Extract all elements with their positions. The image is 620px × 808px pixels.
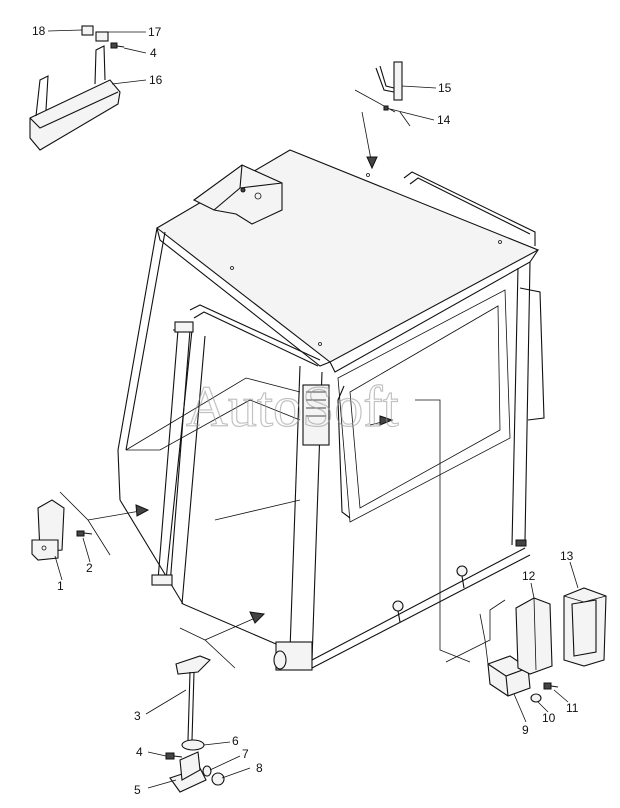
callout-9: 9 bbox=[522, 723, 529, 737]
callout-6: 6 bbox=[232, 734, 239, 748]
cab-roof bbox=[156, 149, 540, 373]
callout-4-bottom: 4 bbox=[136, 745, 143, 759]
callout-5: 5 bbox=[134, 783, 141, 797]
part-14-screw bbox=[383, 105, 389, 111]
callout-1: 1 bbox=[57, 579, 64, 593]
part-5-base-plate bbox=[169, 751, 207, 793]
part-4-screw-bottom bbox=[165, 752, 183, 760]
callout-7: 7 bbox=[242, 747, 249, 761]
part-6-nut bbox=[181, 739, 205, 751]
part-15-hook bbox=[375, 61, 403, 101]
part-16-sun-visor bbox=[29, 45, 121, 151]
front-left-handrail bbox=[151, 321, 194, 586]
callout-17: 17 bbox=[148, 25, 162, 39]
part-3-bolt bbox=[175, 655, 211, 741]
roof-rail-rear bbox=[403, 171, 536, 246]
callout-2: 2 bbox=[86, 561, 93, 575]
part-10-washer bbox=[530, 693, 542, 703]
part-13-housing bbox=[563, 587, 607, 667]
part-12-cover bbox=[515, 597, 553, 675]
part-4-screw-top bbox=[110, 42, 125, 49]
right-handrail bbox=[337, 287, 545, 519]
callout-3: 3 bbox=[134, 709, 141, 723]
callout-11: 11 bbox=[566, 701, 579, 715]
callout-18: 18 bbox=[32, 24, 46, 38]
cab-frame bbox=[117, 227, 531, 669]
part-8-nut bbox=[211, 772, 225, 786]
part-17-clip bbox=[95, 31, 109, 42]
callouts: 18 17 4 16 15 14 1 2 3 4 5 6 7 8 9 10 11… bbox=[32, 24, 579, 797]
roof-rail-front bbox=[189, 304, 321, 367]
install-arrows bbox=[59, 89, 506, 681]
leader-lines bbox=[47, 29, 579, 789]
cab-feet bbox=[273, 539, 527, 671]
callout-12: 12 bbox=[522, 569, 536, 583]
part-18-clip bbox=[81, 25, 94, 36]
part-7-washer bbox=[202, 765, 212, 777]
callout-8: 8 bbox=[256, 761, 263, 775]
callout-15: 15 bbox=[438, 81, 452, 95]
roof-vent-box bbox=[192, 164, 283, 225]
part-1-bracket bbox=[31, 499, 65, 561]
callout-16: 16 bbox=[149, 73, 163, 87]
callout-10: 10 bbox=[542, 711, 556, 725]
part-11-screw bbox=[543, 682, 559, 690]
callout-14: 14 bbox=[437, 113, 451, 127]
part-2-screw bbox=[76, 530, 93, 537]
callout-4-top: 4 bbox=[150, 46, 157, 60]
callout-13: 13 bbox=[560, 549, 574, 563]
watermark: AutoSoft bbox=[186, 374, 399, 439]
